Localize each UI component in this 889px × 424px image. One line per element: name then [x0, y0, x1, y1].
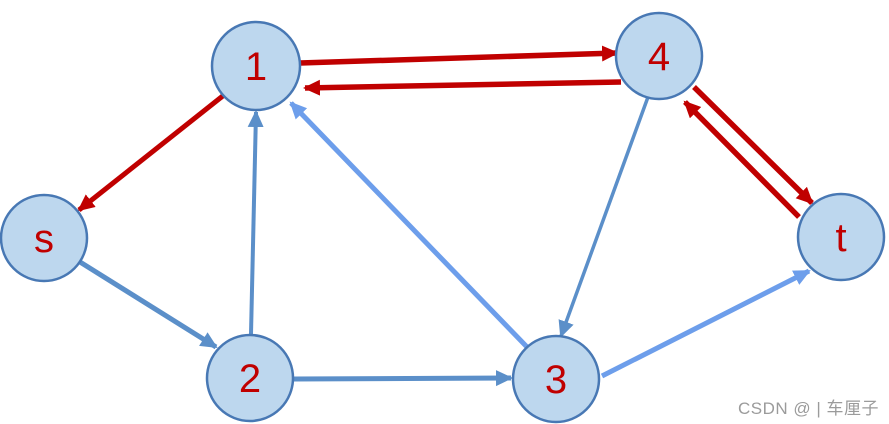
edge-t-4 — [683, 100, 801, 219]
node-label-t: t — [835, 216, 846, 260]
edge-1-s — [77, 93, 226, 212]
edge-1-4 — [299, 45, 619, 66]
edge-4-1 — [303, 79, 622, 96]
edge-3-1 — [289, 101, 529, 349]
node-2 — [205, 333, 295, 423]
node-label-3: 3 — [545, 358, 567, 402]
edge-4-3 — [558, 96, 650, 338]
edge-2-1 — [247, 110, 264, 335]
node-t — [796, 192, 886, 282]
edge-2-3 — [293, 370, 513, 387]
node-label-1: 1 — [245, 45, 267, 89]
node-label-s: s — [34, 217, 54, 261]
node-3 — [511, 334, 601, 424]
node-4 — [614, 11, 704, 101]
csdn-watermark: CSDN @ | 车厘子 — [737, 399, 879, 418]
node-s — [0, 193, 89, 283]
node-label-2: 2 — [239, 357, 261, 401]
edge-3-t — [600, 268, 811, 379]
node-1 — [210, 20, 302, 112]
edge-4-t — [692, 85, 814, 205]
edge-s-2 — [78, 259, 218, 350]
node-label-4: 4 — [648, 35, 670, 79]
